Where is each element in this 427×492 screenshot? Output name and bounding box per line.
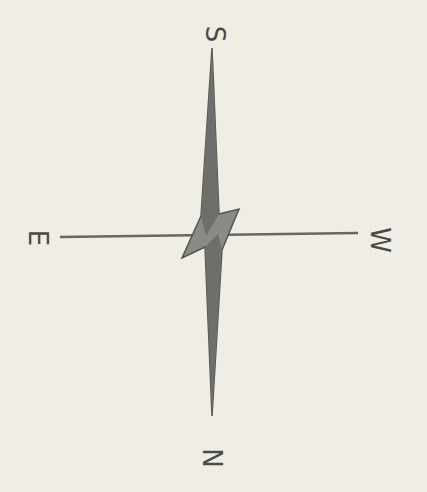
direction-letter: N — [199, 448, 225, 467]
compass-needle — [182, 48, 239, 416]
direction-letter: S — [202, 26, 228, 43]
needle-shade — [205, 234, 222, 416]
needle-shade — [201, 48, 219, 236]
direction-letter: E — [25, 230, 51, 246]
direction-letter: W — [367, 227, 393, 253]
